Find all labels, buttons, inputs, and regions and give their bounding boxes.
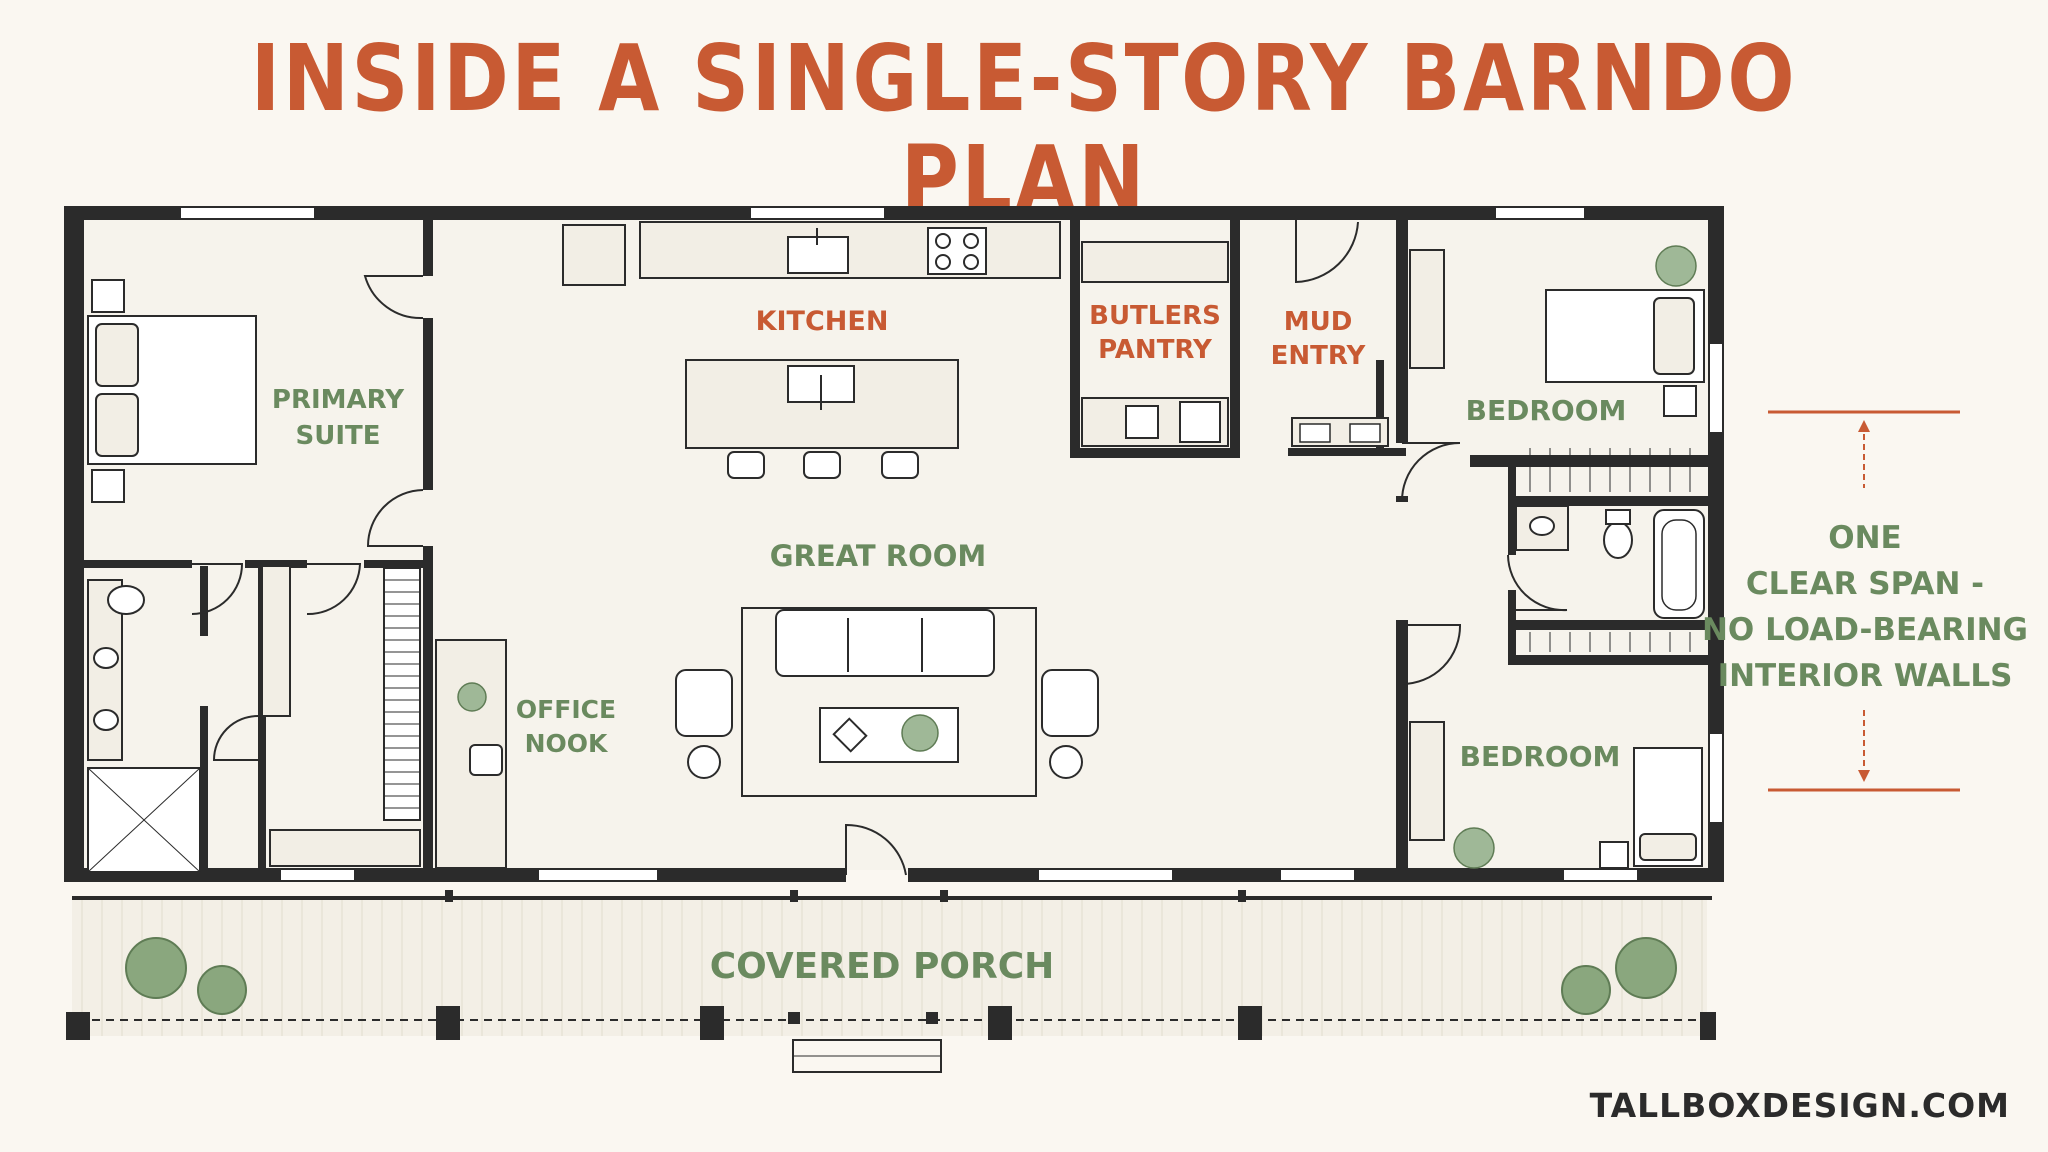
room-label-office-nook-line2: NOOK [525,729,609,758]
porch-boards [81,898,1703,1036]
room-label-office-nook-line1: OFFICE [516,695,616,724]
porch [66,890,1716,1073]
primary-bath [87,565,291,873]
room-label-mud-entry-line1: MUD [1284,307,1353,337]
porch-deck [72,898,1707,1036]
windows [179,206,1724,882]
room-label-primary-suite-line2: SUITE [295,421,380,451]
mud-bench [1291,417,1389,447]
page-title: INSIDE A SINGLE-STORY BARNDO PLAN [250,25,1798,234]
room-label-great-room: GREAT ROOM [770,539,987,573]
clear-span-note-line: CLEAR SPAN - [1745,566,1985,602]
clear-span-marker [1768,410,1960,792]
plants [125,245,1697,1015]
bedroom-bottom-furniture [1409,632,1703,869]
room-label-covered-porch: COVERED PORCH [710,946,1055,987]
hall-bath [1515,505,1705,619]
clear-span-note-line: INTERIOR WALLS [1717,658,2013,694]
closet-shelving [269,567,421,867]
room-label-bedroom-bottom: BEDROOM [1460,740,1621,773]
doors [191,218,1568,876]
room-label-mud-entry-line2: ENTRY [1271,341,1367,371]
pantry-fixtures [1081,241,1229,447]
room-label-butlers-pantry-line1: BUTLERS [1089,301,1221,331]
footer-website: TALLBOXDESIGN.COM [1589,1086,2010,1125]
clear-span-note: ONE CLEAR SPAN - NO LOAD-BEARING INTERIO… [1700,515,2030,699]
office-desk [435,639,507,869]
primary-bed [87,279,257,503]
clear-span-note-line: NO LOAD-BEARING [1701,612,2028,648]
living-furniture [675,607,1099,797]
clear-span-note-line: ONE [1828,520,1902,556]
room-label-kitchen: KITCHEN [756,306,889,337]
bedroom-top-furniture [1409,249,1705,492]
room-label-primary-suite-line1: PRIMARY [272,385,405,415]
room-label-butlers-pantry-line2: PANTRY [1098,335,1213,365]
kitchen-fixtures [562,221,1061,479]
room-label-bedroom-top: BEDROOM [1466,394,1627,427]
